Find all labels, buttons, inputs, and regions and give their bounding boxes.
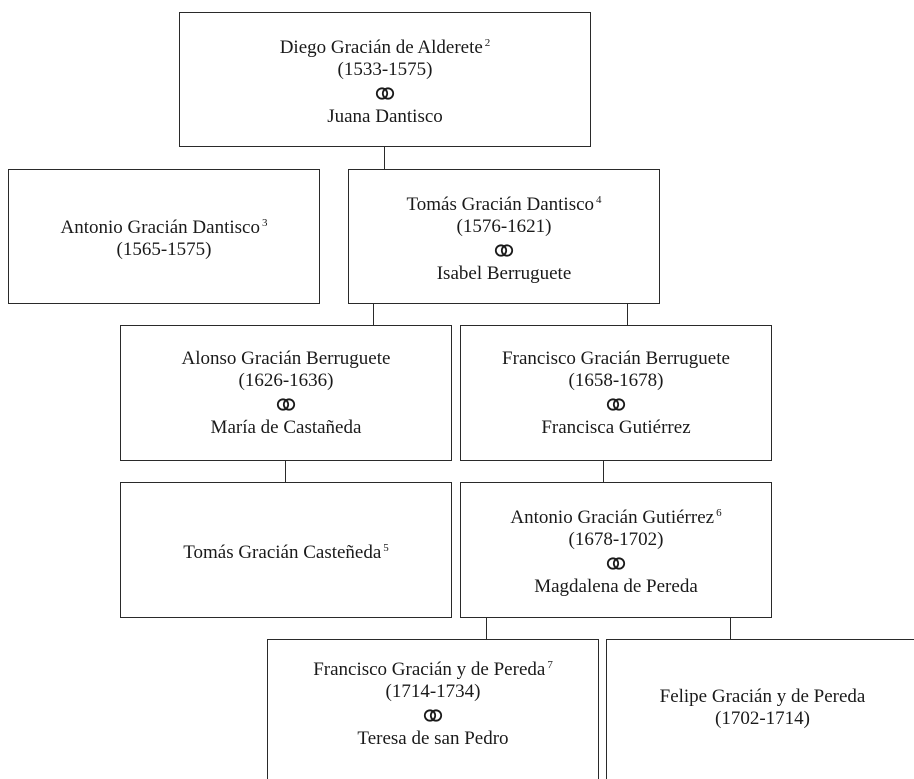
footnote-marker: 4: [596, 193, 602, 206]
connector-line: [384, 147, 386, 169]
person-name: Felipe Gracián y de Pereda: [659, 686, 866, 707]
person-name: Francisco Gracián Berruguete: [502, 347, 730, 369]
person-years: (1658-1678): [568, 369, 664, 391]
person-box-francisco-gracian-berruguete: Francisco Gracián Berruguete (1658-1678)…: [460, 325, 772, 461]
marriage-rings-icon: [375, 86, 395, 100]
person-box-alonso-gracian-berruguete: Alonso Gracián Berruguete (1626-1636) Ma…: [120, 325, 452, 461]
person-name: Alonso Gracián Berruguete: [181, 347, 391, 369]
person-box-felipe-gracian-y-de-pereda: Felipe Gracián y de Pereda (1702-1714): [606, 639, 914, 779]
marriage-rings-icon: [606, 397, 626, 411]
spouse-name: Isabel Berruguete: [436, 262, 572, 284]
person-years: (1678-1702): [568, 529, 664, 550]
marriage-rings-icon: [494, 243, 514, 257]
spouse-name: María de Castañeda: [210, 416, 362, 438]
spouse-name: Teresa de san Pedro: [357, 728, 509, 749]
footnote-marker: 6: [716, 507, 722, 519]
person-years: (1702-1714): [715, 708, 810, 729]
connector-line: [486, 618, 488, 639]
marriage-rings-icon: [276, 397, 296, 411]
spouse-name: Magdalena de Pereda: [534, 576, 698, 597]
spouse-name: Francisca Gutiérrez: [541, 416, 691, 438]
spouse-name: Juana Dantisco: [327, 105, 443, 127]
connector-line: [627, 304, 629, 325]
footnote-marker: 2: [484, 36, 491, 49]
person-years: (1576-1621): [456, 215, 552, 237]
footnote-marker: 5: [383, 541, 389, 554]
connector-line: [603, 461, 605, 482]
marriage-rings-icon: [606, 557, 626, 570]
person-years: (1565-1575): [116, 239, 212, 260]
footnote-marker: 3: [261, 217, 268, 229]
marriage-rings-icon: [423, 709, 443, 722]
person-years: (1533-1575): [337, 58, 433, 80]
connector-line: [730, 618, 732, 639]
connector-line: [285, 461, 287, 482]
footnote-marker: 7: [547, 659, 553, 671]
connector-line: [373, 304, 375, 325]
person-years: (1714-1734): [385, 681, 481, 702]
person-years: (1626-1636): [238, 369, 334, 391]
